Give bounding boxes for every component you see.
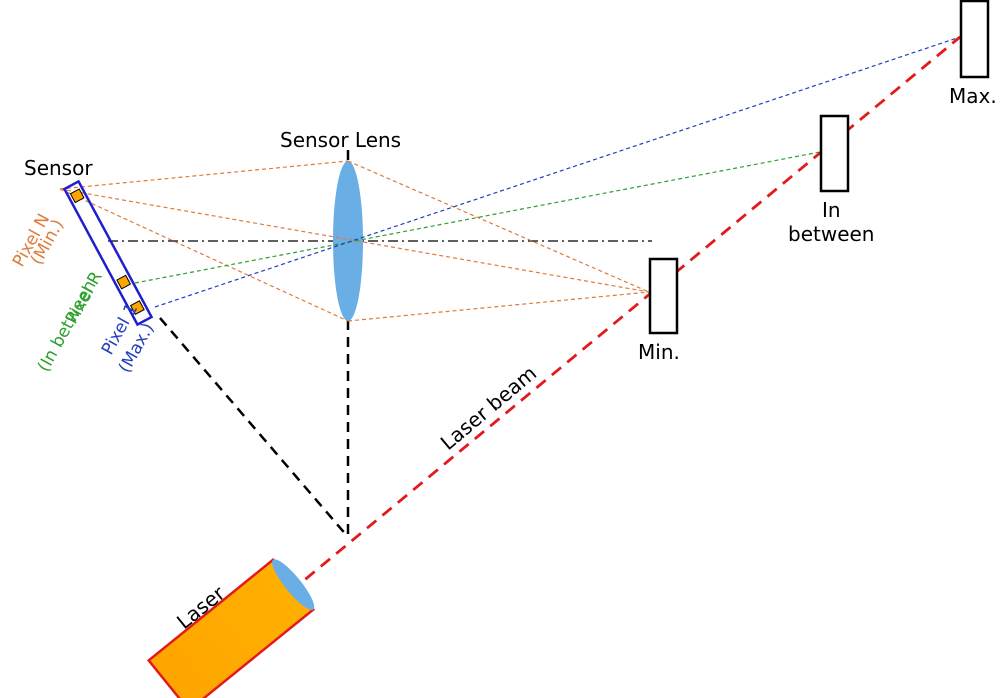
laser: [146, 558, 316, 698]
pixel-n: [69, 188, 85, 204]
laser-aperture: [272, 559, 315, 611]
laser-beam-line: [289, 35, 961, 594]
sensor-to-laser-line: [159, 317, 349, 538]
pixel-r-sublabel: (In between: [34, 277, 101, 375]
min-label: Min.: [638, 340, 680, 364]
sensor-lens-label: Sensor Lens: [280, 128, 401, 152]
sensor-label: Sensor: [24, 156, 93, 180]
target-min: [648, 257, 679, 335]
in-between-ray: [134, 151, 821, 284]
target-max: [959, 0, 990, 79]
pixel-1: [129, 300, 145, 316]
pixel-r: [116, 274, 132, 290]
in-between-label-line2: between: [788, 222, 874, 246]
sensor: [62, 179, 154, 327]
sensor-lens: [333, 161, 363, 321]
in-between-label-line1: In: [822, 198, 841, 222]
target-in-between: [819, 114, 850, 193]
min-rays: [59, 160, 650, 322]
laser-beam-label: Laser beam: [436, 361, 541, 455]
max-label: Max.: [949, 84, 997, 108]
max-ray: [154, 36, 961, 308]
